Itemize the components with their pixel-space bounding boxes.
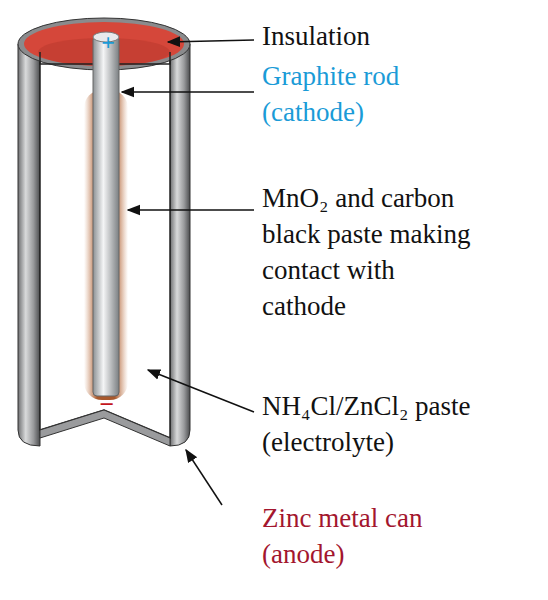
leader-line bbox=[128, 209, 254, 211]
terminal-sign: + bbox=[98, 30, 118, 54]
part-label: Insulation bbox=[262, 18, 512, 54]
leader-line bbox=[148, 370, 254, 412]
part-label: MnO₂ and carbon black paste making conta… bbox=[262, 180, 484, 324]
terminal-sign: − bbox=[97, 392, 117, 418]
part-label: Graphite rod (cathode) bbox=[262, 58, 442, 130]
part-label: NH₄Cl/ZnCl₂ paste (electrolyte) bbox=[262, 388, 490, 460]
leader-line bbox=[122, 91, 254, 93]
graphite-rod bbox=[93, 36, 119, 396]
leader-line bbox=[168, 40, 254, 42]
can-left-wall bbox=[18, 44, 40, 446]
leader-line bbox=[186, 450, 222, 505]
part-label: Zinc metal can (anode) bbox=[262, 500, 472, 572]
